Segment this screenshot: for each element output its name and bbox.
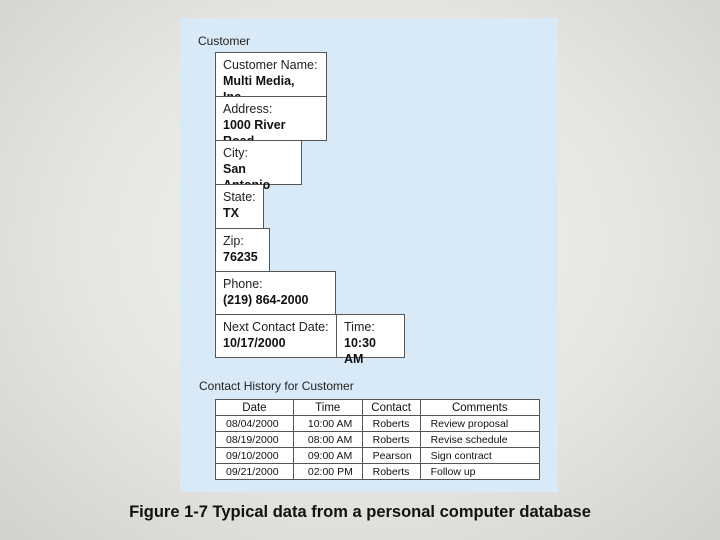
table-row: 08/04/2000 10:00 AM Roberts Review propo… [215, 415, 541, 432]
next-contact-date-field: Next Contact Date: 10/17/2000 [215, 314, 337, 358]
state-field: State: TX [215, 184, 264, 229]
table-row: 09/21/2000 02:00 PM Roberts Follow up [215, 463, 541, 480]
time-value: 10:30 AM [344, 336, 376, 366]
customer-name-field: Customer Name: Multi Media, Inc. [215, 52, 327, 104]
address-label: Address: [223, 102, 273, 116]
contact-history-table: Date Time Contact Comments 08/04/2000 10… [215, 399, 541, 480]
city-field: City: San Antonio [215, 140, 302, 192]
table-header-row: Date Time Contact Comments [215, 399, 541, 416]
cell-time: 08:00 AM [292, 431, 363, 448]
column-header-contact: Contact [361, 399, 421, 416]
cell-comments: Sign contract [419, 447, 541, 464]
cell-contact: Roberts [361, 415, 421, 432]
table-row: 08/19/2000 08:00 AM Roberts Revise sched… [215, 431, 541, 448]
phone-field: Phone: (219) 864-2000 [215, 271, 336, 315]
next-contact-date-value: 10/17/2000 [223, 336, 286, 350]
cell-comments: Review proposal [419, 415, 541, 432]
time-label: Time: [344, 320, 375, 334]
cell-time: 10:00 AM [292, 415, 363, 432]
cell-date: 08/19/2000 [215, 431, 294, 448]
zip-label: Zip: [223, 234, 244, 248]
cell-date: 09/21/2000 [215, 463, 294, 480]
cell-contact: Roberts [361, 431, 421, 448]
state-label: State: [223, 190, 256, 204]
phone-value: (219) 864-2000 [223, 293, 309, 307]
cell-date: 09/10/2000 [215, 447, 294, 464]
cell-time: 09:00 AM [292, 447, 363, 464]
figure-caption: Figure 1-7 Typical data from a personal … [129, 503, 591, 521]
address-field: Address: 1000 River Road [215, 96, 327, 148]
customer-name-label: Customer Name: [223, 58, 318, 72]
contact-history-title: Contact History for Customer [199, 379, 354, 393]
cell-time: 02:00 PM [292, 463, 363, 480]
next-contact-date-label: Next Contact Date: [223, 320, 329, 334]
zip-field: Zip: 76235 [215, 228, 270, 272]
zip-value: 76235 [223, 250, 258, 264]
customer-section-title: Customer [198, 34, 251, 48]
column-header-time: Time [292, 399, 363, 416]
cell-contact: Pearson [361, 447, 421, 464]
time-field: Time: 10:30 AM [336, 314, 405, 366]
column-header-date: Date [215, 399, 294, 416]
cell-contact: Roberts [361, 463, 421, 480]
city-label: City: [223, 146, 248, 160]
state-value: TX [223, 206, 239, 220]
table-row: 09/10/2000 09:00 AM Pearson Sign contrac… [215, 447, 541, 464]
cell-comments: Revise schedule [419, 431, 541, 448]
cell-comments: Follow up [419, 463, 541, 480]
phone-label: Phone: [223, 277, 263, 291]
column-header-comments: Comments [419, 399, 541, 416]
cell-date: 08/04/2000 [215, 415, 294, 432]
